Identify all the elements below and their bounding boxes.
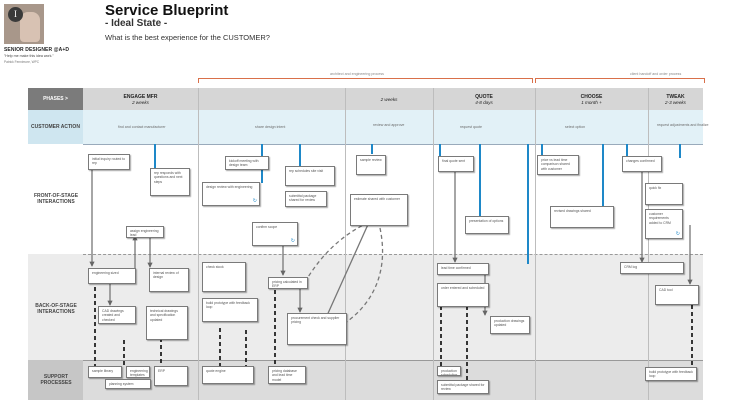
process-card: design review with engineering ↻ (202, 182, 260, 206)
page-subtitle: - Ideal State - (105, 18, 168, 29)
process-card: build prototype with feedback loop (202, 298, 258, 322)
flow-arrow-7 (324, 219, 371, 321)
phase-choose: CHOOSE 1 month + (535, 88, 648, 110)
support-card: build prototype with feedback loop (645, 367, 697, 381)
persona-photo: I (4, 4, 44, 44)
process-card: order entered and scheduled (437, 283, 489, 307)
process-card: final quote sent (438, 156, 474, 172)
column-divider (433, 88, 434, 400)
process-card: assign engineering lead (126, 226, 164, 238)
phase-bracket-label-1: architect and engineering process (330, 72, 384, 76)
process-card: submittal package shared for review (285, 191, 327, 207)
process-card: engineering sized (88, 268, 136, 284)
phase-engage-duration: 2 weeks (132, 100, 149, 105)
line-of-interaction (83, 144, 703, 145)
process-card: confirm scope ↻ (252, 222, 298, 246)
process-card: procurement check and supplier pricing (287, 313, 347, 345)
process-card: changes confirmed (622, 156, 662, 172)
back-stage-label: BACK-OF-STAGE INTERACTIONS (35, 303, 77, 315)
phases-label-cell (28, 88, 83, 110)
column-divider (648, 88, 649, 400)
customer-action-3: review and approve (373, 123, 405, 127)
support-card: sample library (88, 366, 122, 378)
phase-quote-name: QUOTE (475, 94, 493, 100)
process-card: CAD tool (655, 285, 699, 305)
support-label-cell (28, 360, 83, 400)
customer-action-band (28, 110, 703, 144)
page-question: What is the best experience for the CUST… (105, 33, 270, 42)
process-card: sample review (356, 155, 386, 175)
back-stage-band (28, 254, 703, 360)
persona-quote: "Help me make this idea work." (4, 54, 54, 58)
process-card: initial inquiry routed to rep (88, 154, 130, 170)
process-card: CAD drawings created and checked (98, 306, 136, 324)
support-card: submittal package shared for review (437, 380, 489, 394)
process-card: rep responds with questions and next ste… (150, 168, 190, 196)
line-of-visibility (83, 254, 703, 255)
persona-badge: I (8, 7, 23, 22)
phases-band (28, 88, 703, 110)
phase-engage: ENGAGE MFR 2 weeks (83, 88, 198, 110)
process-card: internal review of design (149, 268, 189, 292)
phase-engage-name: ENGAGE MFR (123, 94, 158, 100)
phase-tweak-duration: 2-3 weeks (665, 100, 686, 105)
persona-face (20, 12, 40, 42)
process-card: check stock (202, 262, 246, 292)
sync-icon: ↻ (290, 237, 295, 244)
support-card: quote engine (202, 366, 254, 384)
process-card: CRM log (620, 262, 684, 274)
process-card: rep schedules site visit (285, 166, 335, 186)
support-label: SUPPORT PROCESSES (40, 374, 72, 386)
card-text: design review with engineering (206, 185, 253, 189)
phase-quote-duration: 4-8 days (475, 100, 493, 105)
process-card: lead time confirmed (437, 263, 489, 275)
card-text: customer requirements added to CRM (649, 212, 671, 225)
persona-quote-source: Patrick Fennimore, WPC (4, 60, 40, 64)
support-card: engineering templates (126, 366, 150, 378)
customer-action-5: select option (565, 125, 586, 129)
process-card: kickoff meeting with design team (225, 156, 269, 170)
customer-action-1: find and contact manufacturer (118, 125, 166, 129)
customer-action-label: CUSTOMER ACTION (31, 124, 80, 130)
phase-design-duration: 2 weeks (380, 97, 398, 102)
support-card: planning system (105, 379, 151, 389)
sync-icon: ↻ (252, 197, 257, 204)
process-card: estimate shared with customer (350, 194, 408, 226)
process-card: price vs lead time comparison shared wit… (537, 155, 579, 175)
customer-action-6: request adjustments and finalize (657, 123, 709, 127)
process-card: technical drawings and specification upd… (146, 306, 188, 340)
customer-action-label-cell (28, 110, 83, 144)
phase-design: 2 weeks (345, 88, 433, 110)
phases-label: PHASES > (43, 96, 68, 102)
support-card: production scheduling tool (437, 366, 461, 376)
phase-quote: QUOTE 4-8 days (433, 88, 535, 110)
customer-action-4: request quote (460, 125, 482, 129)
phase-bracket-2 (535, 78, 705, 83)
phase-choose-duration: 1 month + (581, 100, 602, 105)
support-card: ERP (154, 366, 188, 386)
process-card: revised drawings shared (550, 206, 614, 228)
phase-bracket-1 (198, 78, 533, 83)
support-card: pricing database and lead time model (268, 366, 306, 384)
process-card: presentation of options (465, 216, 509, 234)
column-divider (198, 88, 199, 400)
front-stage-label: FRONT-OF-STAGE INTERACTIONS (33, 193, 79, 205)
process-card: pricing calculated in ERP (268, 277, 308, 289)
line-of-internal-interaction (83, 360, 703, 361)
process-card: production drawings updated (490, 316, 530, 334)
phase-choose-name: CHOOSE (580, 94, 603, 100)
card-text: confirm scope (256, 225, 278, 229)
column-divider (345, 88, 346, 400)
phase-tweak-name: TWEAK (666, 94, 685, 100)
page-title: Service Blueprint (105, 2, 229, 19)
persona-role: SENIOR DESIGNER @A+D (4, 47, 70, 53)
process-card: quick fix (645, 183, 683, 205)
process-card: customer requirements added to CRM ↻ (645, 209, 683, 239)
phase-tweak: TWEAK 2-3 weeks (648, 88, 703, 110)
customer-action-2: share design intent (255, 125, 286, 129)
phase-bracket-label-2: client handoff and order process (630, 72, 682, 76)
feedback-loop-up (304, 214, 386, 283)
column-divider (535, 88, 536, 400)
sync-icon: ↻ (675, 230, 680, 237)
